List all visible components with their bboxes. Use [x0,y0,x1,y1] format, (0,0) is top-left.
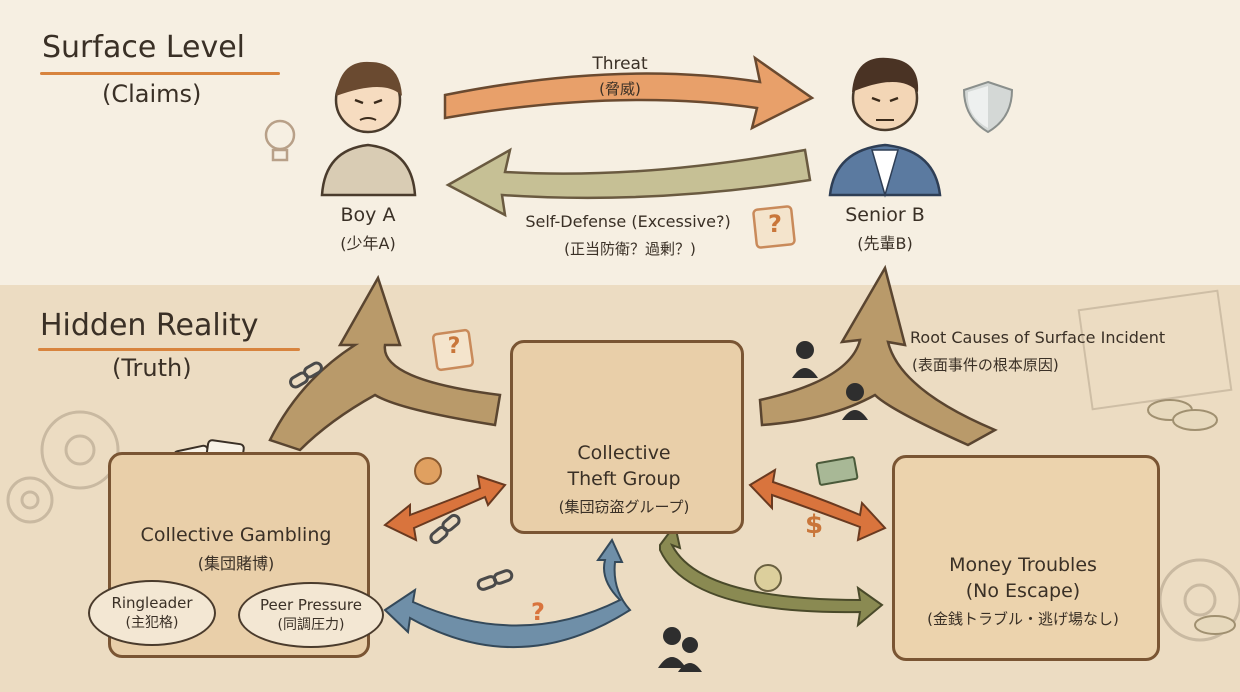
shield-icon [962,80,1014,134]
surface-level-band [0,0,1240,285]
gear-icon [1158,558,1240,642]
question-mark: ? [531,598,545,626]
lightbulb-icon [264,119,296,162]
self-defense-label: Self-Defense (Excessive?) [525,212,731,231]
peer-pressure-bubble: Peer Pressure (同調圧力) [238,582,384,648]
question-icon [431,328,475,372]
chain-icon [289,361,323,389]
threat-arrow [443,55,815,131]
senior-b-sublabel: (先輩B) [857,234,913,253]
root-arrow-senior-b [758,264,998,447]
hidden-reality-title: Hidden Reality [40,308,259,343]
theft-group-line1: Collective [577,442,671,464]
olive-cycle-arrow [659,522,884,628]
money-troubles-line2: (No Escape) [965,580,1081,602]
peer-pressure-sublabel: (同調圧力) [277,617,345,633]
blue-cycle-arrow [383,537,632,648]
money-troubles-line1: Money Troubles [949,554,1097,576]
coin-icon [414,457,782,592]
money-troubles-card [892,455,1160,661]
surface-level-subtitle: (Claims) [102,80,202,108]
ringleader-label: Ringleader [111,594,193,612]
root-causes-sublabel: (表面事件の根本原因) [912,356,1059,374]
surface-level-title: Surface Level [42,30,246,65]
self-defense-sublabel: (正当防衛？過剰？) [564,240,696,258]
ringleader-sublabel: (主犯格) [125,615,179,631]
gambling-label: Collective Gambling [140,524,332,546]
hidden-reality-subtitle: (Truth) [112,354,192,382]
chain-icon [429,513,461,545]
boy-a-sublabel: (少年A) [340,234,396,253]
gear-icon [6,410,120,524]
ringleader-bubble: Ringleader (主犯格) [88,580,216,646]
self-defense-arrow [445,147,812,218]
question-mark: ? [447,334,461,359]
root-causes-label: Root Causes of Surface Incident [910,328,1166,347]
boy-a-label: Boy A [340,204,396,226]
theft-group-line2: Theft Group [567,468,681,490]
stamp-icon [1077,289,1233,411]
theft-money-arrow [748,468,887,542]
question-mark: ? [768,210,782,238]
money-troubles-sublabel: (金銭トラブル・逃げ場なし) [927,610,1119,628]
peer-pressure-label: Peer Pressure [260,596,362,614]
dollar-sign: $ [804,510,824,540]
theft-group-card [510,340,744,534]
surface-title-underline [40,72,280,75]
banknote-icon [815,456,859,486]
threat-label: Threat [592,54,648,74]
hidden-title-underline [38,348,300,351]
shadow-person-icon [658,341,868,672]
gambling-theft-arrow [383,474,507,542]
question-icon [752,205,796,249]
chain-icon [476,569,514,591]
coin-stack-icon [1147,399,1236,635]
gambling-sublabel: (集団賭博) [197,554,275,573]
threat-sublabel: (脅威) [599,80,641,98]
senior-b-label: Senior B [845,204,925,226]
theft-group-sublabel: (集団窃盗グループ) [558,498,690,516]
root-arrow-boy-a [268,274,502,452]
senior-b-figure [828,57,942,198]
boy-a-figure [320,61,417,197]
